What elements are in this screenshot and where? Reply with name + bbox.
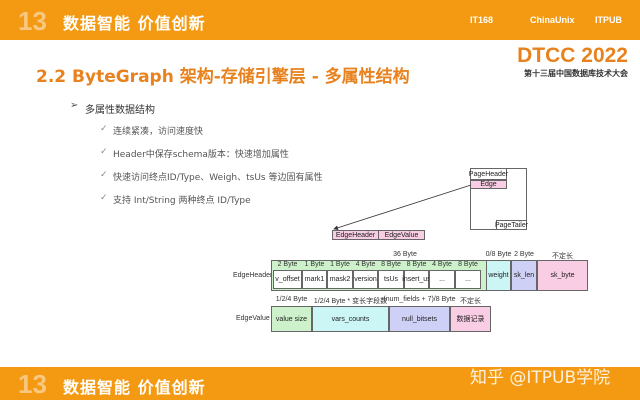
- header-slogan: 数据智能 价值创新: [63, 14, 206, 33]
- header-field: v_offset: [273, 270, 302, 289]
- edge-value-label: EdgeValue: [236, 315, 270, 322]
- header-extra-field: sk_byte: [537, 260, 588, 291]
- sponsor-chinaunix: ChinaUnix: [530, 15, 575, 25]
- edge-value-part: EdgeValue: [378, 230, 425, 240]
- sponsor-it168: IT168: [470, 15, 494, 25]
- check-icon: ✓: [100, 170, 108, 180]
- header-field-size: 4 Byte: [432, 261, 452, 268]
- sponsor-itpub: ITPUB: [595, 15, 622, 25]
- header-field-size: 1 Byte: [304, 261, 325, 268]
- footer-logo-13: 13: [18, 369, 47, 399]
- value-field-size: (num_fields + 7)/8 Byte: [383, 296, 456, 303]
- header-extra-field: sk_len: [511, 260, 537, 291]
- header-field-size: 8 Byte: [381, 261, 401, 268]
- footer-slogan: 数据智能 价值创新: [63, 378, 206, 397]
- check-icon: ✓: [100, 147, 108, 157]
- edge-header-part: EdgeHeader: [332, 230, 379, 240]
- header-field: ...: [429, 270, 455, 289]
- page-edge: Edge: [470, 180, 507, 189]
- value-field: 数据记录: [450, 306, 491, 332]
- slide-title: 2.2 ByteGraph 架构-存储引擎层 - 多属性结构: [36, 67, 410, 87]
- value-field-size: 1/2/4 Byte: [275, 296, 308, 303]
- header-field: mark1: [302, 270, 327, 289]
- header-field-size: 8 Byte: [406, 261, 427, 268]
- header-field-size: 4 Byte: [355, 261, 376, 268]
- header-field: insert_us: [402, 270, 431, 289]
- logo-13: 13: [18, 6, 47, 36]
- header-field: ...: [455, 270, 481, 289]
- check-icon: ✓: [100, 124, 108, 134]
- check-icon: ✓: [100, 193, 108, 203]
- header-extra-size: 2 Byte: [514, 251, 534, 258]
- dtcc-logo: DTCC 2022: [517, 44, 628, 67]
- value-field: value size: [271, 306, 312, 332]
- header-field: mask2: [327, 270, 353, 289]
- footer-band: 13 数据智能 价值创新 知乎 @ITPUB学院: [0, 367, 640, 400]
- main-bullet: 多属性数据结构: [85, 105, 155, 116]
- page-header: PageHeader: [469, 168, 508, 180]
- dtcc-subtitle: 第十三届中国数据库技术大会: [524, 69, 628, 78]
- header-field: tsUs: [378, 270, 404, 289]
- value-field-size: 1/2/4 Byte * 变长字段数: [313, 298, 388, 305]
- header-field: version: [353, 270, 378, 289]
- edge-header-label: EdgeHeader: [233, 272, 273, 279]
- sub-bullet: 连续紧凑，访问速度快: [113, 127, 204, 137]
- header-field-size: 8 Byte: [458, 261, 478, 268]
- edge-header-total: 36 Byte: [393, 251, 417, 258]
- arrow-bullet-icon: ➢: [70, 100, 79, 111]
- header-extra-field: weight: [486, 260, 511, 291]
- value-field: vars_counts: [312, 306, 389, 332]
- watermark: 知乎 @ITPUB学院: [470, 368, 611, 388]
- sub-bullet: Header中保存schema版本：快速增加属性: [113, 150, 289, 160]
- header-field-size: 1 Byte: [330, 261, 350, 268]
- value-field-size: 不定长: [460, 298, 481, 305]
- header-extra-size: 不定长: [552, 253, 573, 260]
- header-extra-size: 0/8 Byte: [485, 251, 512, 258]
- sub-bullet: 快速访问终点ID/Type、Weigh、tsUs 等边固有属性: [113, 173, 323, 183]
- value-field: null_bitsets: [389, 306, 450, 332]
- header-band: 13 数据智能 价值创新 IT168 ChinaUnix ITPUB: [0, 0, 640, 40]
- sub-bullet: 支持 Int/String 两种终点 ID/Type: [113, 196, 251, 206]
- header-field-size: 2 Byte: [277, 261, 298, 268]
- page-tailer: PageTailer: [494, 220, 529, 230]
